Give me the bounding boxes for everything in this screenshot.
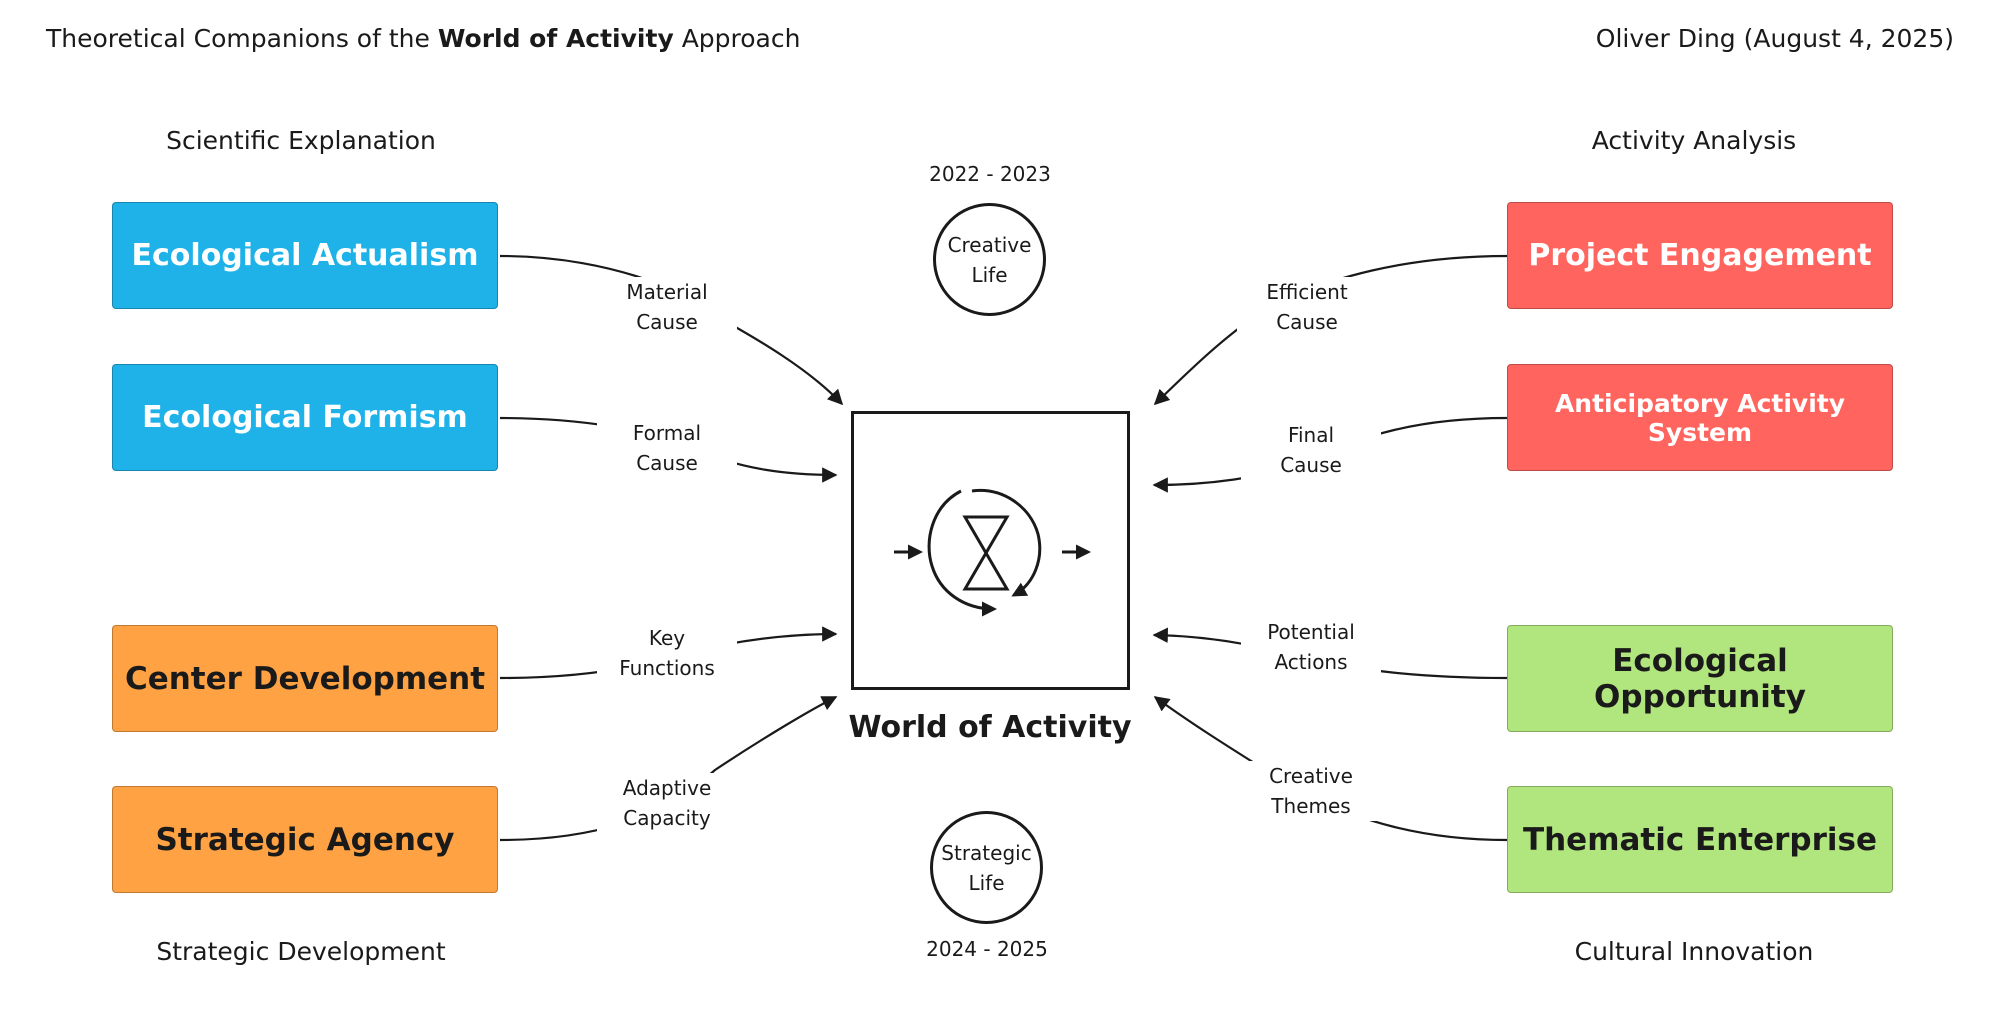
- link-label-line: Capacity: [623, 806, 711, 830]
- box-center-development: Center Development: [112, 625, 498, 732]
- link-label-line: Creative: [1269, 764, 1353, 788]
- box-ecological-actualism: Ecological Actualism: [112, 202, 498, 309]
- diagram-title: Theoretical Companions of the World of A…: [46, 24, 800, 53]
- box-ecological-formism: Ecological Formism: [112, 364, 498, 471]
- era-years-creative: 2022 - 2023: [929, 162, 1051, 186]
- box-strategic-agency: Strategic Agency: [112, 786, 498, 893]
- link-label-line: Themes: [1271, 794, 1351, 818]
- group-label-scientific-explanation: Scientific Explanation: [166, 126, 436, 155]
- link-label-line: Cause: [636, 310, 698, 334]
- group-label-cultural-innovation: Cultural Innovation: [1574, 937, 1814, 966]
- link-label-line: Potential: [1267, 620, 1355, 644]
- title-suffix: Approach: [673, 24, 801, 53]
- box-anticipatory-activity-system: Anticipatory Activity System: [1507, 364, 1893, 471]
- link-label-line: Actions: [1274, 650, 1348, 674]
- link-label-line: Cause: [636, 451, 698, 475]
- link-label-line: Adaptive: [622, 776, 712, 800]
- link-label-line: Final: [1287, 423, 1335, 447]
- title-prefix: Theoretical Companions of the: [46, 24, 438, 53]
- link-label-formal-cause: Formal Cause: [597, 418, 737, 478]
- link-label-line: Functions: [619, 656, 715, 680]
- era-circle-line: Strategic: [941, 840, 1032, 865]
- link-label-line: Formal: [632, 421, 702, 445]
- era-circle-creative-life: Creative Life: [933, 203, 1046, 316]
- link-label-final-cause: Final Cause: [1241, 420, 1381, 480]
- link-label-adaptive-capacity: Adaptive Capacity: [597, 773, 737, 833]
- era-circle-strategic-life: Strategic Life: [930, 811, 1043, 924]
- link-label-line: Key: [648, 626, 686, 650]
- era-circle-line: Creative: [947, 232, 1032, 257]
- link-label-efficient-cause: Efficient Cause: [1237, 277, 1377, 337]
- title-bold: World of Activity: [437, 24, 674, 53]
- era-circle-line: Life: [968, 870, 1005, 895]
- box-ecological-opportunity: Ecological Opportunity: [1507, 625, 1893, 732]
- link-label-line: Cause: [1280, 453, 1342, 477]
- world-of-activity-title: World of Activity: [848, 710, 1132, 745]
- box-thematic-enterprise: Thematic Enterprise: [1507, 786, 1893, 893]
- link-label-line: Cause: [1276, 310, 1338, 334]
- link-label-creative-themes: Creative Themes: [1241, 761, 1381, 821]
- era-circle-line: Life: [971, 262, 1008, 287]
- group-label-strategic-development: Strategic Development: [156, 937, 446, 966]
- link-label-key-functions: Key Functions: [597, 623, 737, 683]
- era-years-strategic: 2024 - 2025: [926, 937, 1048, 961]
- group-label-activity-analysis: Activity Analysis: [1591, 126, 1797, 155]
- link-label-line: Material: [626, 280, 708, 304]
- author-date: Oliver Ding (August 4, 2025): [1595, 24, 1954, 53]
- activity-cycle-icon: [894, 488, 1091, 617]
- link-label-line: Efficient: [1266, 280, 1348, 304]
- link-label-material-cause: Material Cause: [597, 277, 737, 337]
- box-project-engagement: Project Engagement: [1507, 202, 1893, 309]
- world-of-activity-box: [851, 411, 1130, 690]
- link-label-potential-actions: Potential Actions: [1241, 617, 1381, 677]
